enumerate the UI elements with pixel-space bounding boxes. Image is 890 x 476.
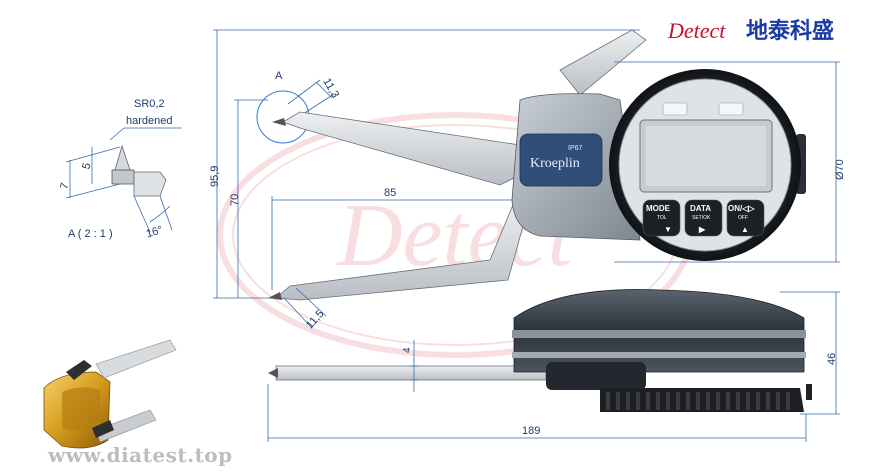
side-view [268, 289, 812, 412]
dim-85: 85 [384, 187, 396, 199]
button-mode-symbol: ▼ [664, 225, 672, 234]
brand-name-cn: 地泰科盛 [746, 18, 834, 44]
side-rod [275, 365, 547, 381]
button-onoff-sub: OFF [738, 215, 748, 221]
button-data[interactable]: DATA SET/OK ▶ [684, 199, 723, 237]
brand-name-en: Detect [667, 18, 726, 43]
button-mode-label: MODE [646, 204, 671, 213]
dim-4: 4 [402, 347, 413, 353]
button-onoff[interactable]: ON/◁▷ OFF ▲ [726, 199, 765, 237]
gauge-body: Kroeplin IP67 [511, 29, 647, 241]
dim-7: 7 [58, 182, 71, 191]
button-mode-sub: TOL [657, 215, 667, 221]
lcd-indicator-right [718, 102, 744, 116]
detail-label: A ( 2 : 1 ) [68, 228, 113, 240]
button-data-sub: SET/OK [692, 215, 711, 221]
detail-a-view: SR0,2 hardened 5 7 16° A ( 2 : 1 ) [58, 98, 182, 241]
dim-46: 46 [826, 353, 838, 365]
button-data-symbol: ▶ [698, 225, 706, 234]
maker-label: Kroeplin [530, 156, 580, 171]
dim-diameter-70: Ø70 [834, 159, 846, 180]
website-url[interactable]: www.diatest.top [47, 443, 233, 467]
dim-70: 70 [229, 194, 241, 206]
sr-label: SR0,2 [134, 98, 165, 110]
button-onoff-symbol: ▲ [741, 225, 749, 234]
maker-panel [519, 133, 603, 187]
callout-a-label: A [275, 70, 283, 82]
dim-11-3: 11,3 [320, 76, 341, 100]
dim-189: 189 [522, 425, 540, 437]
hardened-label: hardened [126, 115, 173, 127]
left-dimensions: 95,9 70 [209, 29, 640, 299]
button-onoff-label: ON/◁▷ [728, 204, 755, 213]
button-data-label: DATA [690, 204, 711, 213]
dim-95-9: 95,9 [209, 166, 221, 187]
gold-tip-illustration [43, 339, 177, 449]
ip-rating: IP67 [568, 145, 583, 152]
dim-5: 5 [80, 162, 93, 171]
angle-16: 16° [145, 224, 165, 241]
tip-detail [114, 144, 131, 171]
upper-arm [272, 111, 521, 186]
side-dimensions: 4 46 189 [267, 291, 840, 442]
lcd-indicator-left [662, 102, 688, 116]
button-mode[interactable]: MODE TOL ▼ [642, 199, 681, 237]
dim-85-group: 85 [271, 187, 514, 290]
